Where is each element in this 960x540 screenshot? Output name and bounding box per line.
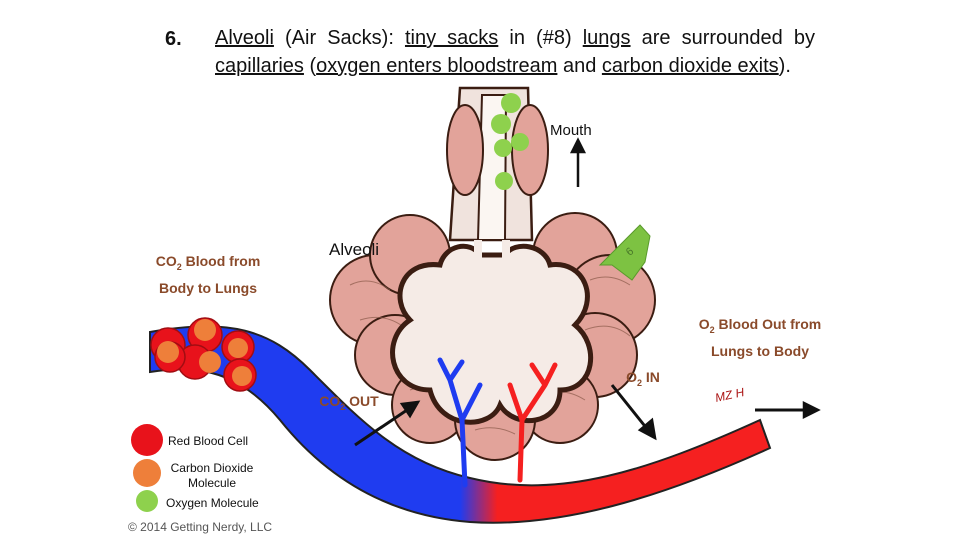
heading-fragment: ). xyxy=(778,55,791,77)
heading-fragment: (Air Sacks): xyxy=(273,27,405,49)
legend-co2-dot xyxy=(133,459,161,487)
arrows xyxy=(354,137,821,447)
heading-fragment: are surrounded by xyxy=(630,27,816,49)
o2-in-label: O2 IN xyxy=(626,369,660,388)
heading-keyword: oxygen enters bloodstream xyxy=(316,55,558,77)
legend-red-label: Red Blood Cell xyxy=(168,434,249,448)
heading-fragment: in (#8) xyxy=(498,27,583,49)
alveoli-label: Alveoli xyxy=(329,240,380,259)
heading-keyword: carbon dioxide exits xyxy=(601,55,779,77)
copyright: © 2014 Getting Nerdy, LLC xyxy=(128,520,273,534)
co2-out-label: CO2 OUT xyxy=(319,393,379,412)
legend-o2-dot xyxy=(136,490,158,512)
heading-fragment: ( xyxy=(303,55,317,77)
blood-vessel xyxy=(149,325,772,524)
mouth-label: Mouth xyxy=(550,122,592,139)
item-number: 6. xyxy=(165,28,182,50)
heading-fragment: and xyxy=(557,55,602,77)
heading-keyword: capillaries xyxy=(215,55,304,77)
heading-text: Alveoli (Air Sacks): tiny sacks in (#8) … xyxy=(215,24,815,80)
co2-molecules xyxy=(157,319,252,386)
legend-o2-label: Oxygen Molecule xyxy=(166,496,259,510)
legend-co2-label: Carbon Dioxide Molecule xyxy=(170,461,254,490)
heading-keyword: Alveoli xyxy=(215,27,274,49)
legend-red-dot xyxy=(131,424,163,456)
heading-keyword: tiny sacks xyxy=(404,27,499,49)
green-arrow-icon xyxy=(598,224,651,281)
oxygen-molecules xyxy=(491,93,529,190)
capillaries xyxy=(437,357,558,488)
heading-keyword: lungs xyxy=(582,27,631,49)
